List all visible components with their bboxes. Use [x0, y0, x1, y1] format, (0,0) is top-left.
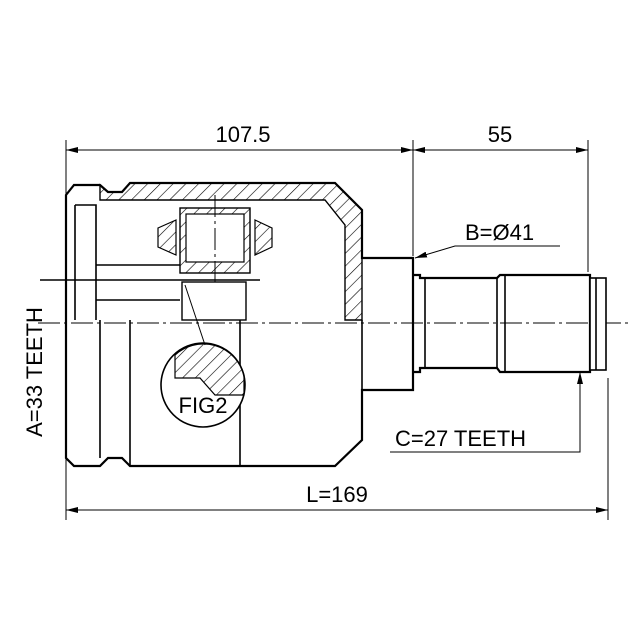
fig2-detail: FIG2 [160, 284, 246, 428]
detail-label: FIG2 [179, 393, 228, 418]
dim-shaft-length: 55 [488, 122, 512, 147]
dim-housing-length: 107.5 [215, 122, 270, 147]
leader-shaft-diameter [414, 245, 560, 259]
label-inner-teeth: A=33 TEETH [22, 307, 47, 437]
housing [40, 181, 415, 468]
label-shaft-diameter: B=Ø41 [465, 220, 534, 245]
leader-outer-teeth [390, 372, 583, 453]
label-outer-teeth: C=27 TEETH [395, 426, 526, 451]
dim-overall-length: L=169 [306, 482, 368, 507]
stub-shaft [413, 273, 607, 374]
